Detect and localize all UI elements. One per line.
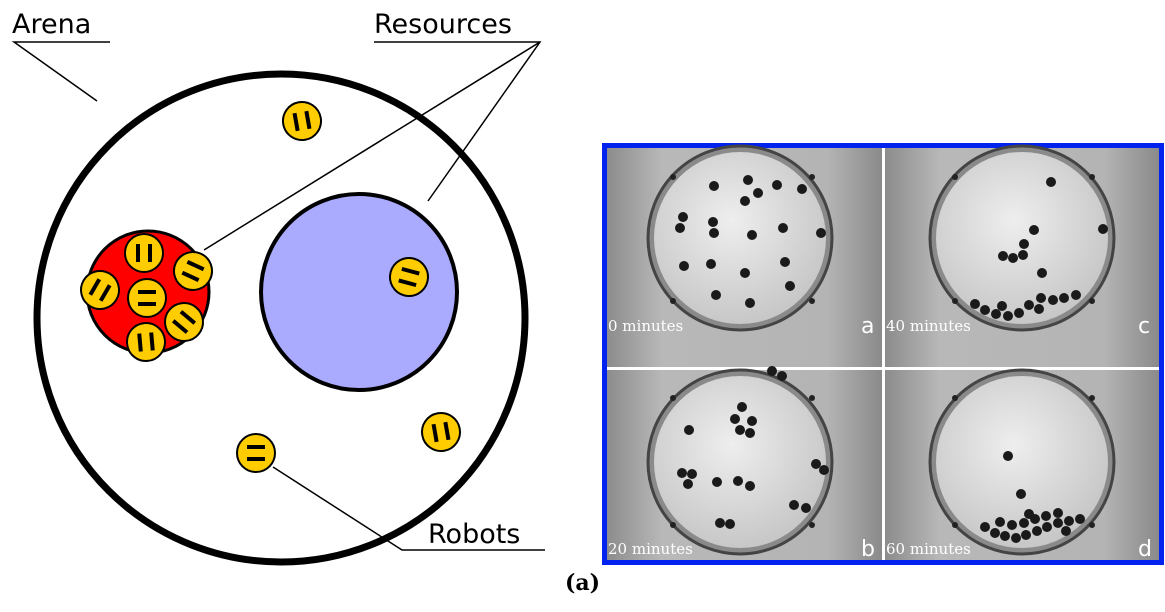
panel-time-label: 60 minutes — [886, 540, 971, 558]
panel-letter: c — [1138, 314, 1150, 339]
resource-blue — [259, 192, 459, 392]
photo-panel-c: 40 minutes c — [885, 144, 1159, 367]
robot-icon — [235, 432, 277, 474]
resources-leader-line-red — [203, 41, 541, 251]
robot-icon — [123, 232, 165, 274]
photo-panel-d: 60 minutes d — [885, 368, 1159, 562]
photo-panel-a: 0 minutes a — [607, 144, 882, 367]
panel-time-label: 20 minutes — [608, 540, 693, 558]
robot-icon — [126, 277, 168, 319]
photo-panel-b: 20 minutes b — [607, 366, 882, 562]
robots-label: Robots — [428, 519, 520, 550]
experiment-photo-grid: 0 minutes a 40 minutes c — [602, 143, 1164, 565]
resources-label: Resources — [374, 9, 512, 40]
panel-time-label: 0 minutes — [608, 317, 683, 335]
arena-leader-line — [11, 41, 110, 102]
panel-letter: a — [861, 314, 874, 339]
resources-leader-line-blue — [374, 41, 542, 202]
arena-label: Arena — [12, 9, 91, 40]
panel-letter: b — [861, 537, 875, 562]
figure-caption: (a) — [564, 570, 601, 596]
robots-leader-line — [272, 466, 545, 551]
panel-time-label: 40 minutes — [886, 317, 971, 335]
panel-letter: d — [1138, 537, 1152, 562]
